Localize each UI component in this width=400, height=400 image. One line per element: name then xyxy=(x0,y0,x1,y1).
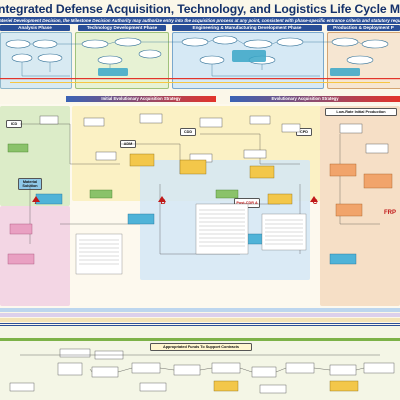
flow-oval xyxy=(276,37,304,47)
bottom-box xyxy=(173,364,201,376)
bottom-ribbon xyxy=(0,338,400,341)
bottom-highlight xyxy=(213,380,239,392)
process-box xyxy=(339,123,363,134)
process-box xyxy=(95,151,117,161)
strategy-bar-evolutionary xyxy=(230,96,400,102)
page-title: ntegrated Defense Acquisition, Technolog… xyxy=(0,2,400,16)
flow-oval xyxy=(81,39,109,49)
lower-band-2 xyxy=(0,313,400,317)
orange-box xyxy=(329,163,357,177)
flow-oval xyxy=(331,37,359,47)
bottom-box xyxy=(329,364,357,376)
strategy-bar-initial-label: Initial Evolutionary Acquisition Strateg… xyxy=(101,96,181,101)
text-panel xyxy=(195,203,249,255)
flow-oval xyxy=(346,55,374,65)
flow-oval xyxy=(243,39,273,49)
bottom-box xyxy=(139,382,167,392)
flow-oval xyxy=(5,39,31,49)
strategy-bar-evolutionary-label: Evolutionary Acquisition Strategy xyxy=(271,96,339,101)
milestone-b: B xyxy=(160,199,166,206)
flow-oval xyxy=(212,35,238,45)
highlight-box xyxy=(129,153,155,167)
lower-band-3 xyxy=(0,318,400,322)
bottom-highlight xyxy=(329,380,359,392)
flow-oval xyxy=(138,49,162,59)
bottom-box xyxy=(363,362,395,374)
process-box xyxy=(243,149,267,159)
flow-oval xyxy=(37,53,63,63)
bottom-box xyxy=(91,366,119,378)
bottom-diagram xyxy=(0,325,400,394)
flow-block xyxy=(232,50,266,62)
cdd-box: CDD xyxy=(180,128,196,136)
pink-box xyxy=(9,223,33,235)
phase-header-emd: Engineering & Manufacturing Development … xyxy=(172,25,322,31)
flow-oval xyxy=(32,39,58,49)
green-box xyxy=(215,189,239,199)
flow-block xyxy=(98,68,128,76)
lower-band-divider xyxy=(0,323,400,324)
process-box xyxy=(83,117,105,127)
green-box xyxy=(7,143,29,153)
bottom-box xyxy=(9,382,35,392)
phase-header-analysis: Analysis Phase xyxy=(0,25,70,31)
bottom-box xyxy=(131,362,161,374)
orange-box xyxy=(363,173,393,189)
teal-box xyxy=(35,193,63,205)
bottom-box xyxy=(57,362,83,376)
upper-flow-diagram xyxy=(0,35,400,83)
flow-oval xyxy=(361,39,389,49)
process-box xyxy=(281,123,301,133)
bottom-box xyxy=(259,384,287,394)
phase-header-technology: Technology Development Phase xyxy=(78,25,166,31)
process-box xyxy=(39,115,59,125)
flow-oval xyxy=(114,37,142,47)
funds-box: Appropriated Funds To Support Contracts xyxy=(150,343,252,351)
flow-oval xyxy=(11,53,33,63)
lower-band-1 xyxy=(0,308,400,312)
highlight-box xyxy=(249,165,275,179)
orange-box xyxy=(335,203,363,217)
flow-block xyxy=(330,68,360,76)
process-box xyxy=(249,115,271,125)
milestone-frp: FRP xyxy=(384,210,396,216)
body-process-diagram xyxy=(7,113,393,275)
flow-oval xyxy=(181,37,209,47)
flow-oval xyxy=(97,55,123,65)
teal-box xyxy=(329,253,357,265)
highlight-box xyxy=(179,159,207,175)
phase-header-production: Production & Deployment P xyxy=(327,25,400,31)
pink-box xyxy=(7,253,35,265)
page-subtitle: e Materiel Development Decision, the Mil… xyxy=(0,17,400,24)
bottom-box xyxy=(285,362,315,374)
low-rate-production-box: Low-Rate Initial Production xyxy=(325,108,397,116)
text-panel xyxy=(75,233,123,275)
flow-oval xyxy=(199,55,225,65)
teal-box xyxy=(127,213,155,225)
milestone-c: C xyxy=(312,199,318,206)
process-box xyxy=(139,113,163,124)
green-box xyxy=(89,189,113,199)
bottom-box xyxy=(59,348,91,358)
bottom-box xyxy=(211,362,241,374)
highlight-box xyxy=(267,193,293,205)
process-box xyxy=(199,117,223,128)
bottom-box xyxy=(251,366,277,378)
process-box xyxy=(365,143,389,154)
strategy-bar-initial xyxy=(66,96,216,102)
